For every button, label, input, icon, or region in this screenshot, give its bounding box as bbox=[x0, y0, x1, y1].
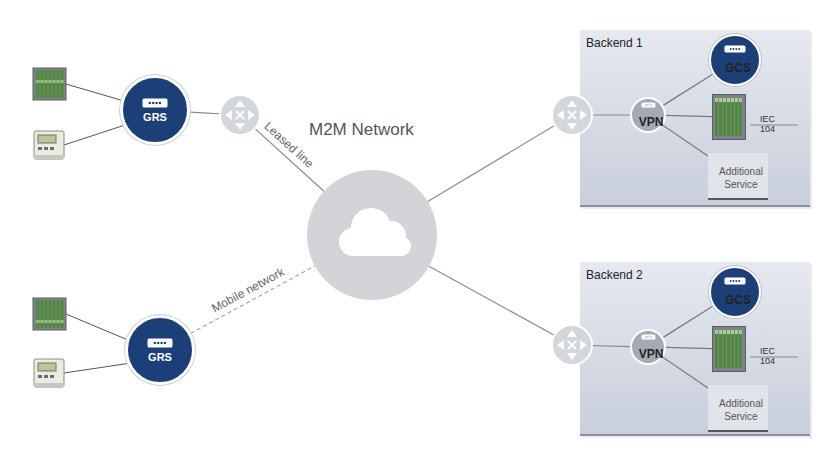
rack-device bbox=[33, 68, 66, 100]
meter-device bbox=[34, 359, 64, 387]
network-title: M2M Network bbox=[309, 120, 414, 140]
heading-slot: IEC 104 bbox=[754, 340, 775, 366]
device-icon bbox=[641, 334, 656, 340]
node-label: VPN bbox=[633, 341, 664, 361]
node-label: GRS bbox=[143, 111, 167, 123]
service-box: Additional Service bbox=[708, 385, 768, 432]
rtu-rack: IEC 104 bbox=[712, 94, 746, 140]
node-label: GRS bbox=[148, 351, 172, 363]
device-icon bbox=[724, 277, 746, 285]
connector-line bbox=[663, 306, 713, 337]
backend-panel: GCS VPN IEC 104Additional Service Backend 2 bbox=[580, 262, 810, 435]
vpn-circle: VPN bbox=[630, 329, 666, 365]
wire bbox=[64, 124, 128, 145]
line-label: Leased line bbox=[263, 120, 316, 170]
vpn-circle: VPN bbox=[630, 97, 666, 133]
gateway-circle: GRS bbox=[120, 75, 190, 145]
wire bbox=[66, 314, 128, 340]
meter-device bbox=[34, 131, 64, 159]
device-icon bbox=[641, 102, 656, 108]
panel-title: Backend 2 bbox=[580, 262, 810, 282]
device-icon bbox=[724, 45, 746, 53]
panel-grounds bbox=[580, 30, 812, 438]
cloud-drawing bbox=[307, 170, 437, 300]
rtu-rack: IEC 104 bbox=[712, 326, 746, 372]
heading-slot: M2M Network bbox=[309, 120, 414, 140]
panel-ground bbox=[580, 262, 812, 438]
protocol-label: IEC 104 bbox=[754, 340, 775, 366]
server-circle: GCS bbox=[709, 34, 761, 86]
service-box: Additional Service bbox=[708, 153, 768, 200]
node-label: GCS bbox=[719, 287, 751, 307]
connector-line bbox=[191, 266, 315, 333]
node-label: VPN bbox=[633, 109, 664, 129]
rack-drawing bbox=[712, 326, 746, 372]
panel-ground bbox=[580, 30, 812, 209]
network-cloud: M2M Network bbox=[307, 170, 437, 300]
connector-line bbox=[666, 347, 712, 348]
wire bbox=[64, 363, 131, 373]
backend-panel: GCS VPN IEC 104Additional Service Backend 1 bbox=[580, 30, 810, 206]
heading-slot: IEC 104 bbox=[754, 108, 775, 134]
router-symbol bbox=[552, 325, 592, 365]
protocol-label: IEC 104 bbox=[754, 108, 775, 134]
server-circle: GCS bbox=[709, 266, 761, 318]
rack-drawing bbox=[712, 94, 746, 140]
device-icon bbox=[142, 98, 168, 108]
node-label: GCS bbox=[719, 55, 751, 75]
device-wires bbox=[64, 84, 131, 373]
connector-line bbox=[428, 115, 630, 202]
connector-line bbox=[663, 74, 713, 105]
connector-line bbox=[666, 115, 712, 116]
gateway-circle: GRS bbox=[125, 315, 195, 385]
line-label: Mobile network bbox=[209, 265, 286, 314]
connector-line bbox=[663, 125, 708, 156]
wire bbox=[66, 84, 124, 101]
rack-device bbox=[33, 298, 66, 330]
router-symbol bbox=[220, 95, 260, 135]
device-icon bbox=[147, 338, 173, 348]
box-label: Additional Service bbox=[711, 392, 765, 423]
connector-line bbox=[663, 357, 708, 388]
panel-title: Backend 1 bbox=[580, 30, 810, 50]
box-label: Additional Service bbox=[711, 160, 765, 191]
router-symbol bbox=[552, 95, 592, 135]
